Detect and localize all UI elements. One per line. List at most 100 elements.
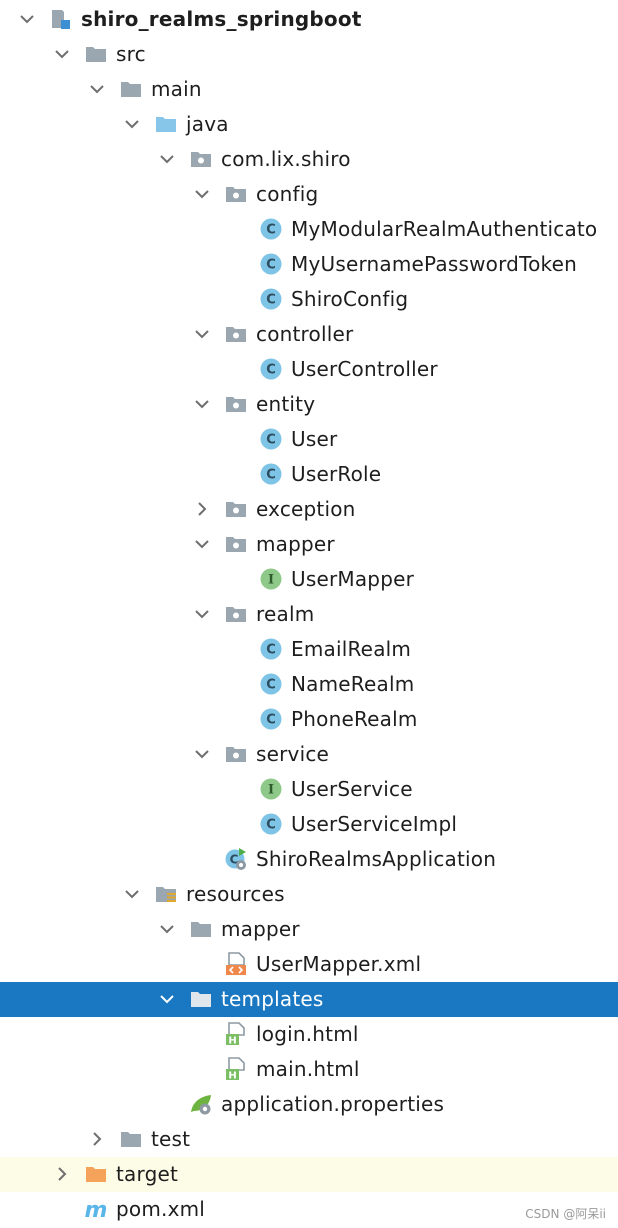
svg-text:H: H bbox=[228, 1036, 236, 1047]
chevron-down-icon[interactable] bbox=[157, 149, 177, 169]
tree-node-label: entity bbox=[256, 392, 316, 416]
svg-text:C: C bbox=[266, 818, 276, 833]
chevron-down-icon[interactable] bbox=[122, 114, 142, 134]
chevron-down-icon[interactable] bbox=[122, 884, 142, 904]
tree-node-label: EmailRealm bbox=[291, 637, 412, 661]
tree-node-label: pom.xml bbox=[116, 1197, 206, 1221]
tree-node-label: MyUsernamePasswordToken bbox=[291, 252, 577, 276]
tree-node-label: MyModularRealmAuthenticato bbox=[291, 217, 598, 241]
chevron-down-icon[interactable] bbox=[192, 604, 212, 624]
svg-text:C: C bbox=[266, 468, 276, 483]
svg-text:C: C bbox=[266, 678, 276, 693]
chevron-down-icon[interactable] bbox=[157, 989, 177, 1009]
tree-node-service[interactable]: service bbox=[0, 737, 618, 772]
chevron-down-icon[interactable] bbox=[192, 744, 212, 764]
svg-text:m: m bbox=[85, 1198, 108, 1221]
tree-node-label: target bbox=[116, 1162, 179, 1186]
tree-node-label: ShiroRealmsApplication bbox=[256, 847, 497, 871]
tree-node-usermapper-xml[interactable]: UserMapper.xml bbox=[0, 947, 618, 982]
class-icon: C bbox=[259, 357, 283, 381]
svg-text:C: C bbox=[266, 258, 276, 273]
tree-node-java[interactable]: java bbox=[0, 107, 618, 142]
tree-node-mymodularrealmauthenticato[interactable]: C MyModularRealmAuthenticato bbox=[0, 212, 618, 247]
chevron-down-icon[interactable] bbox=[87, 79, 107, 99]
svg-text:I: I bbox=[268, 573, 274, 588]
html-file-icon: H bbox=[224, 1022, 248, 1047]
class-icon: C bbox=[259, 812, 283, 836]
tree-node-usercontroller[interactable]: C UserController bbox=[0, 352, 618, 387]
tree-node-entity[interactable]: entity bbox=[0, 387, 618, 422]
tree-node-shirorealmsapplication[interactable]: C ShiroRealmsApplication bbox=[0, 842, 618, 877]
tree-node-emailrealm[interactable]: C EmailRealm bbox=[0, 632, 618, 667]
class-icon: C bbox=[259, 707, 283, 731]
chevron-right-icon[interactable] bbox=[192, 499, 212, 519]
folder-icon bbox=[84, 42, 108, 66]
tree-node-label: main.html bbox=[256, 1057, 360, 1081]
tree-node-label: User bbox=[291, 427, 338, 451]
svg-text:C: C bbox=[266, 713, 276, 728]
tree-node-config[interactable]: config bbox=[0, 177, 618, 212]
tree-node-label: PhoneRealm bbox=[291, 707, 418, 731]
folder-icon bbox=[189, 917, 213, 941]
tree-node-application-properties[interactable]: application.properties bbox=[0, 1087, 618, 1122]
tree-node-com-lix-shiro[interactable]: com.lix.shiro bbox=[0, 142, 618, 177]
tree-node-test[interactable]: test bbox=[0, 1122, 618, 1157]
tree-node-controller[interactable]: controller bbox=[0, 317, 618, 352]
tree-node-label: service bbox=[256, 742, 330, 766]
chevron-down-icon[interactable] bbox=[192, 534, 212, 554]
tree-node-shiroconfig[interactable]: C ShiroConfig bbox=[0, 282, 618, 317]
tree-node-label: resources bbox=[186, 882, 285, 906]
class-icon: C bbox=[259, 287, 283, 311]
tree-node-label: mapper bbox=[221, 917, 300, 941]
tree-node-realm[interactable]: realm bbox=[0, 597, 618, 632]
excluded-folder-icon bbox=[84, 1162, 108, 1186]
tree-node-label: UserService bbox=[291, 777, 413, 801]
tree-node-label: UserServiceImpl bbox=[291, 812, 458, 836]
tree-node-label: ShiroConfig bbox=[291, 287, 409, 311]
tree-node-templates[interactable]: templates bbox=[0, 982, 618, 1017]
tree-node-label: UserController bbox=[291, 357, 438, 381]
tree-node-exception[interactable]: exception bbox=[0, 492, 618, 527]
tree-node-mapper[interactable]: mapper bbox=[0, 912, 618, 947]
tree-node-mapper[interactable]: mapper bbox=[0, 527, 618, 562]
svg-text:C: C bbox=[266, 643, 276, 658]
chevron-down-icon[interactable] bbox=[192, 394, 212, 414]
svg-text:C: C bbox=[266, 223, 276, 238]
chevron-down-icon[interactable] bbox=[192, 324, 212, 344]
tree-node-label: realm bbox=[256, 602, 315, 626]
tree-node-label: exception bbox=[256, 497, 356, 521]
html-file-icon: H bbox=[224, 1057, 248, 1082]
chevron-right-icon[interactable] bbox=[87, 1129, 107, 1149]
resources-folder-icon bbox=[154, 882, 178, 906]
tree-node-pom-xml[interactable]: m pom.xml bbox=[0, 1192, 618, 1227]
tree-node-myusernamepasswordtoken[interactable]: C MyUsernamePasswordToken bbox=[0, 247, 618, 282]
tree-node-resources[interactable]: resources bbox=[0, 877, 618, 912]
folder-icon bbox=[119, 1127, 143, 1151]
package-icon bbox=[189, 147, 213, 171]
tree-node-label: com.lix.shiro bbox=[221, 147, 351, 171]
tree-node-target[interactable]: target bbox=[0, 1157, 618, 1192]
chevron-right-icon[interactable] bbox=[52, 1164, 72, 1184]
chevron-down-icon[interactable] bbox=[52, 44, 72, 64]
package-icon bbox=[224, 532, 248, 556]
tree-node-main[interactable]: main bbox=[0, 72, 618, 107]
tree-node-userserviceimpl[interactable]: C UserServiceImpl bbox=[0, 807, 618, 842]
class-icon: C bbox=[259, 252, 283, 276]
tree-node-src[interactable]: src bbox=[0, 37, 618, 72]
tree-node-label: mapper bbox=[256, 532, 335, 556]
tree-node-phonerealm[interactable]: C PhoneRealm bbox=[0, 702, 618, 737]
tree-node-namerealm[interactable]: C NameRealm bbox=[0, 667, 618, 702]
package-icon bbox=[224, 182, 248, 206]
tree-node-label: NameRealm bbox=[291, 672, 415, 696]
chevron-down-icon[interactable] bbox=[157, 919, 177, 939]
chevron-down-icon[interactable] bbox=[17, 9, 37, 29]
tree-node-shiro-realms-springboot[interactable]: shiro_realms_springboot bbox=[0, 2, 618, 37]
chevron-down-icon[interactable] bbox=[192, 184, 212, 204]
